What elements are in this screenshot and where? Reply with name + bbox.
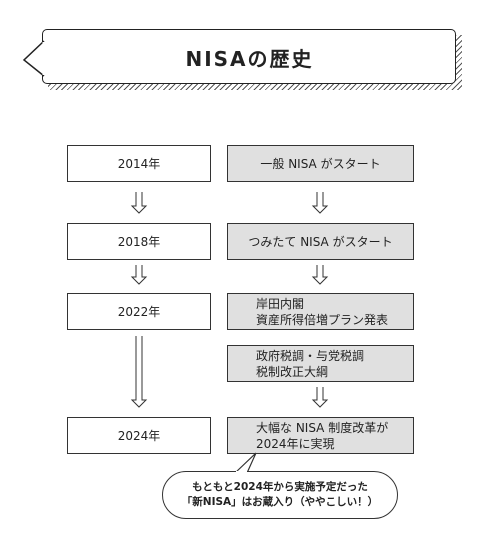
event-box-kishida-plan: 岸田内閣 資産所得倍増プラン発表 [227,293,414,330]
event-line: 税制改正大綱 [256,364,329,379]
arrow-down-icon [311,387,329,408]
event-line: 資産所得倍増プラン発表 [256,312,389,327]
arrow-down-icon [311,265,329,285]
note-line: 「新NISA」はお蔵入り（ややこしい！） [181,496,379,508]
event-box-tsumitate-nisa: つみたて NISA がスタート [227,223,414,260]
event-line: 岸田内閣 [256,296,305,311]
arrow-down-icon [311,192,329,214]
event-line: 2024年に実現 [256,436,335,451]
event-box-tax-reform: 政府税調・与党税調 税制改正大綱 [227,345,414,382]
title-banner [42,29,456,84]
event-box-general-nisa: 一般 NISA がスタート [227,145,414,182]
year-box-2022: 2022年 [67,293,211,330]
arrow-down-icon [130,265,148,285]
event-box-nisa-reform: 大幅な NISA 制度改革が 2024年に実現 [227,417,414,454]
year-box-2014: 2014年 [67,145,211,182]
bubble-pointer-mask [236,471,247,475]
page-title: NISAの歴史 [185,46,314,71]
year-box-2024: 2024年 [67,417,211,454]
event-line: 大幅な NISA 制度改革が [256,420,389,435]
year-box-2018: 2018年 [67,223,211,260]
event-line: 政府税調・与党税調 [256,348,365,363]
arrow-down-icon [130,192,148,214]
note-bubble: もともと2024年から実施予定だった 「新NISA」はお蔵入り（ややこしい！） [162,471,398,519]
banner-tail [22,40,45,77]
note-line: もともと2024年から実施予定だった [192,481,368,493]
arrow-down-icon [130,336,148,408]
